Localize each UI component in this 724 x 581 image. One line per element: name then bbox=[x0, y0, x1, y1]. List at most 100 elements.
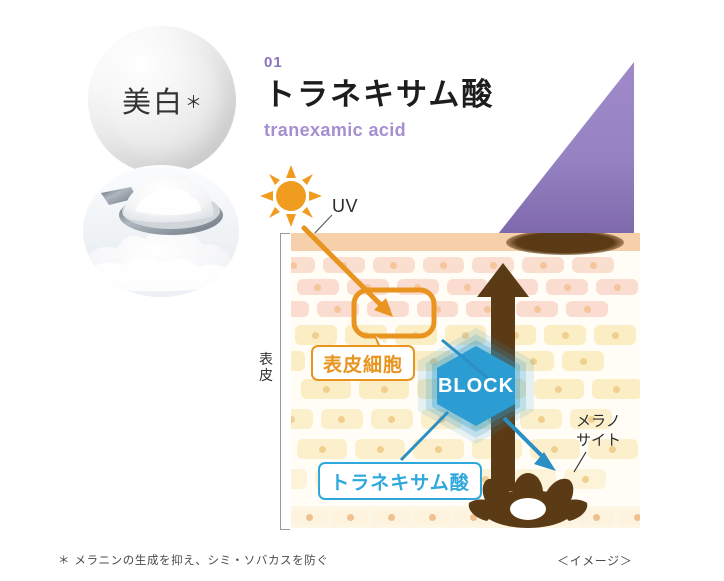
epidermal-cell bbox=[295, 325, 337, 345]
cell-nucleus bbox=[388, 415, 396, 423]
epidermal-cell bbox=[596, 279, 639, 295]
epidermal-cell bbox=[291, 469, 307, 489]
epidermal-cell bbox=[591, 379, 640, 399]
melanocyte-cell bbox=[468, 473, 588, 528]
heading-number: 01 bbox=[264, 54, 283, 71]
sphere-label-group: 美白＊ bbox=[88, 26, 236, 174]
basal-cell-nucleus bbox=[387, 513, 395, 521]
cell-nucleus bbox=[529, 357, 537, 365]
epidermal-cell bbox=[522, 257, 565, 273]
sphere-label-text: 美白 bbox=[121, 85, 184, 119]
block-hexagon-label: BLOCK bbox=[437, 374, 515, 397]
epidermal-cell bbox=[291, 351, 305, 371]
basal-cell-nucleus bbox=[633, 513, 640, 521]
cell-nucleus bbox=[481, 475, 489, 483]
epidermal-cell bbox=[533, 379, 584, 399]
cell-nucleus bbox=[334, 305, 342, 313]
cell-nucleus bbox=[551, 445, 559, 453]
epidermal-cell bbox=[546, 279, 589, 295]
epidermal-cell bbox=[422, 257, 465, 273]
epidermal-cell bbox=[587, 439, 639, 459]
basal-cell-nucleus bbox=[346, 513, 354, 521]
epidermal-cell bbox=[320, 409, 363, 429]
callout-epidermal-cell: 表皮細胞 bbox=[311, 345, 415, 381]
heading-group: 01 トラネキサム酸 tranexamic acid bbox=[264, 55, 494, 141]
cell-nucleus bbox=[583, 305, 591, 313]
uv-label: UV bbox=[332, 196, 359, 216]
epidermal-cell bbox=[355, 439, 406, 459]
cell-nucleus bbox=[464, 283, 471, 291]
basal-cell bbox=[619, 509, 640, 525]
cell-nucleus bbox=[587, 415, 595, 423]
basal-cell-nucleus bbox=[469, 513, 477, 521]
cell-nucleus bbox=[589, 261, 597, 269]
melanocyte-label-line1: メラノ bbox=[576, 412, 621, 430]
cell-nucleus bbox=[291, 415, 296, 423]
sun-icon bbox=[260, 165, 322, 227]
cell-nucleus bbox=[489, 261, 497, 269]
page-title: トラネキサム酸 bbox=[264, 77, 495, 113]
cell-nucleus bbox=[511, 331, 519, 339]
epidermal-cell bbox=[572, 257, 615, 273]
cell-nucleus bbox=[462, 331, 469, 339]
epidermis-label-text: 表皮 bbox=[259, 352, 273, 385]
cell-nucleus bbox=[380, 385, 388, 393]
cell-nucleus bbox=[291, 261, 298, 269]
epidermal-cell bbox=[359, 379, 410, 399]
epidermal-cell bbox=[291, 409, 313, 429]
cell-nucleus bbox=[539, 261, 547, 269]
cell-nucleus bbox=[483, 305, 491, 313]
cell-nucleus bbox=[434, 305, 441, 313]
image-disclaimer: ＜イメージ＞ bbox=[557, 554, 633, 568]
cell-nucleus bbox=[376, 445, 384, 453]
basal-cell bbox=[373, 509, 409, 525]
cell-nucleus bbox=[318, 445, 326, 453]
cell-nucleus bbox=[613, 385, 621, 393]
melanocyte-label: メラノ サイト bbox=[576, 412, 621, 450]
cell-nucleus bbox=[322, 385, 330, 393]
epidermis-bracket bbox=[280, 233, 290, 530]
cell-nucleus bbox=[581, 475, 589, 483]
cell-nucleus bbox=[533, 305, 541, 313]
skin-cross-section-diagram: UV 表皮 bbox=[256, 160, 656, 540]
epidermal-cell bbox=[570, 409, 613, 429]
cell-nucleus bbox=[561, 331, 569, 339]
callout-tranexamic-acid: トラネキサム酸 bbox=[318, 462, 482, 500]
block-hexagon: BLOCK bbox=[418, 328, 534, 444]
cell-nucleus bbox=[312, 331, 320, 339]
page-subtitle: tranexamic acid bbox=[264, 119, 407, 140]
cell-nucleus bbox=[613, 283, 621, 291]
asterisk-footnote: ＊ メラニンの生成を抑え、シミ・ソバカスを防ぐ bbox=[58, 553, 329, 567]
callout-tranexamic-acid-text: トラネキサム酸 bbox=[330, 471, 470, 494]
basal-cell-nucleus bbox=[305, 513, 313, 521]
sphere-asterisk: ＊ bbox=[185, 92, 202, 112]
whitening-sphere: 美白＊ bbox=[88, 26, 236, 174]
epidermal-cell bbox=[566, 301, 609, 317]
cell-nucleus bbox=[390, 261, 398, 269]
epidermal-cell bbox=[297, 439, 348, 459]
basal-cell bbox=[414, 509, 450, 525]
callout-epidermal-cell-text: 表皮細胞 bbox=[322, 353, 403, 376]
epidermal-cell bbox=[301, 379, 352, 399]
cell-nucleus bbox=[430, 357, 437, 365]
epidermal-cell bbox=[562, 351, 605, 371]
epidermal-cell bbox=[544, 325, 587, 345]
cell-nucleus bbox=[579, 357, 587, 365]
basal-cell-nucleus bbox=[428, 513, 436, 521]
epidermal-cell bbox=[594, 325, 637, 345]
cell-nucleus bbox=[555, 385, 563, 393]
cell-nucleus bbox=[414, 283, 422, 291]
cell-nucleus bbox=[563, 283, 571, 291]
melanocyte-label-line2: サイト bbox=[576, 430, 622, 449]
epidermal-cell bbox=[516, 301, 559, 317]
epidermal-cell bbox=[446, 279, 489, 295]
epidermal-cell bbox=[512, 351, 555, 371]
cell-nucleus bbox=[440, 261, 447, 269]
basal-cell bbox=[332, 509, 368, 525]
cell-nucleus bbox=[609, 445, 617, 453]
basal-cell bbox=[578, 509, 614, 525]
epidermal-cell bbox=[564, 469, 607, 489]
powder-photo bbox=[83, 165, 239, 297]
epidermis-label: 表皮 bbox=[256, 352, 276, 384]
